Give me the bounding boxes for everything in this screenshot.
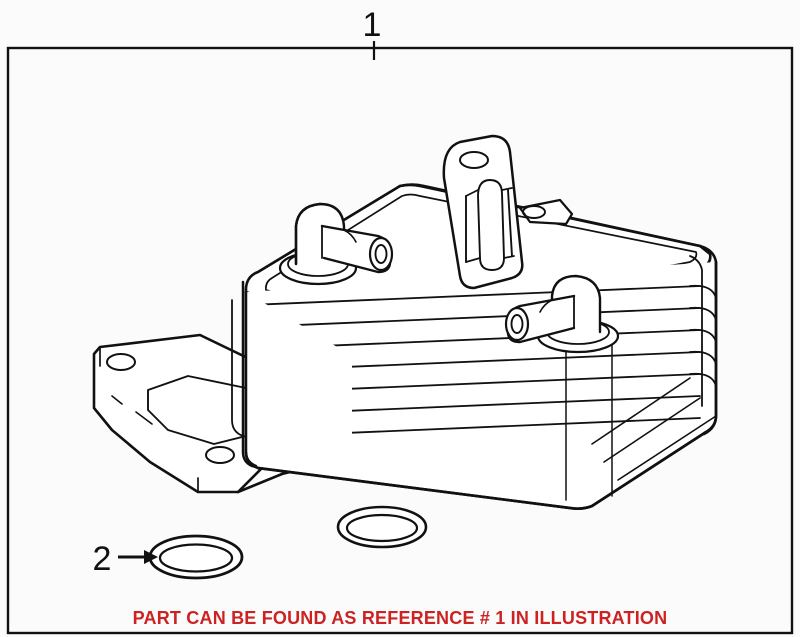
bracket-tab-hole — [459, 151, 489, 169]
callout-2-arrowhead — [144, 550, 158, 564]
o-ring-upper — [336, 505, 428, 549]
bracket-tab — [442, 134, 524, 290]
oil-cooler-assembly — [92, 134, 718, 511]
o-ring-lower — [148, 534, 244, 580]
top-plate-ear-hole — [522, 205, 546, 219]
flange-bolt-hole-upper — [106, 353, 136, 371]
callout-1-label: 1 — [363, 6, 382, 44]
callout-2-label: 2 — [93, 540, 112, 578]
o-rings — [148, 505, 428, 580]
reference-caption: PART CAN BE FOUND AS REFERENCE # 1 IN IL… — [133, 608, 668, 628]
flange-bolt-hole-lower — [205, 446, 235, 464]
diagram-frame — [6, 46, 794, 635]
callout-2: 2 — [93, 540, 158, 578]
core-right-end — [689, 244, 718, 436]
inlet-elbow-left — [278, 202, 394, 286]
core-fin-stack — [244, 260, 718, 511]
callout-1: 1 — [363, 6, 382, 60]
outlet-elbow-right — [504, 274, 620, 354]
